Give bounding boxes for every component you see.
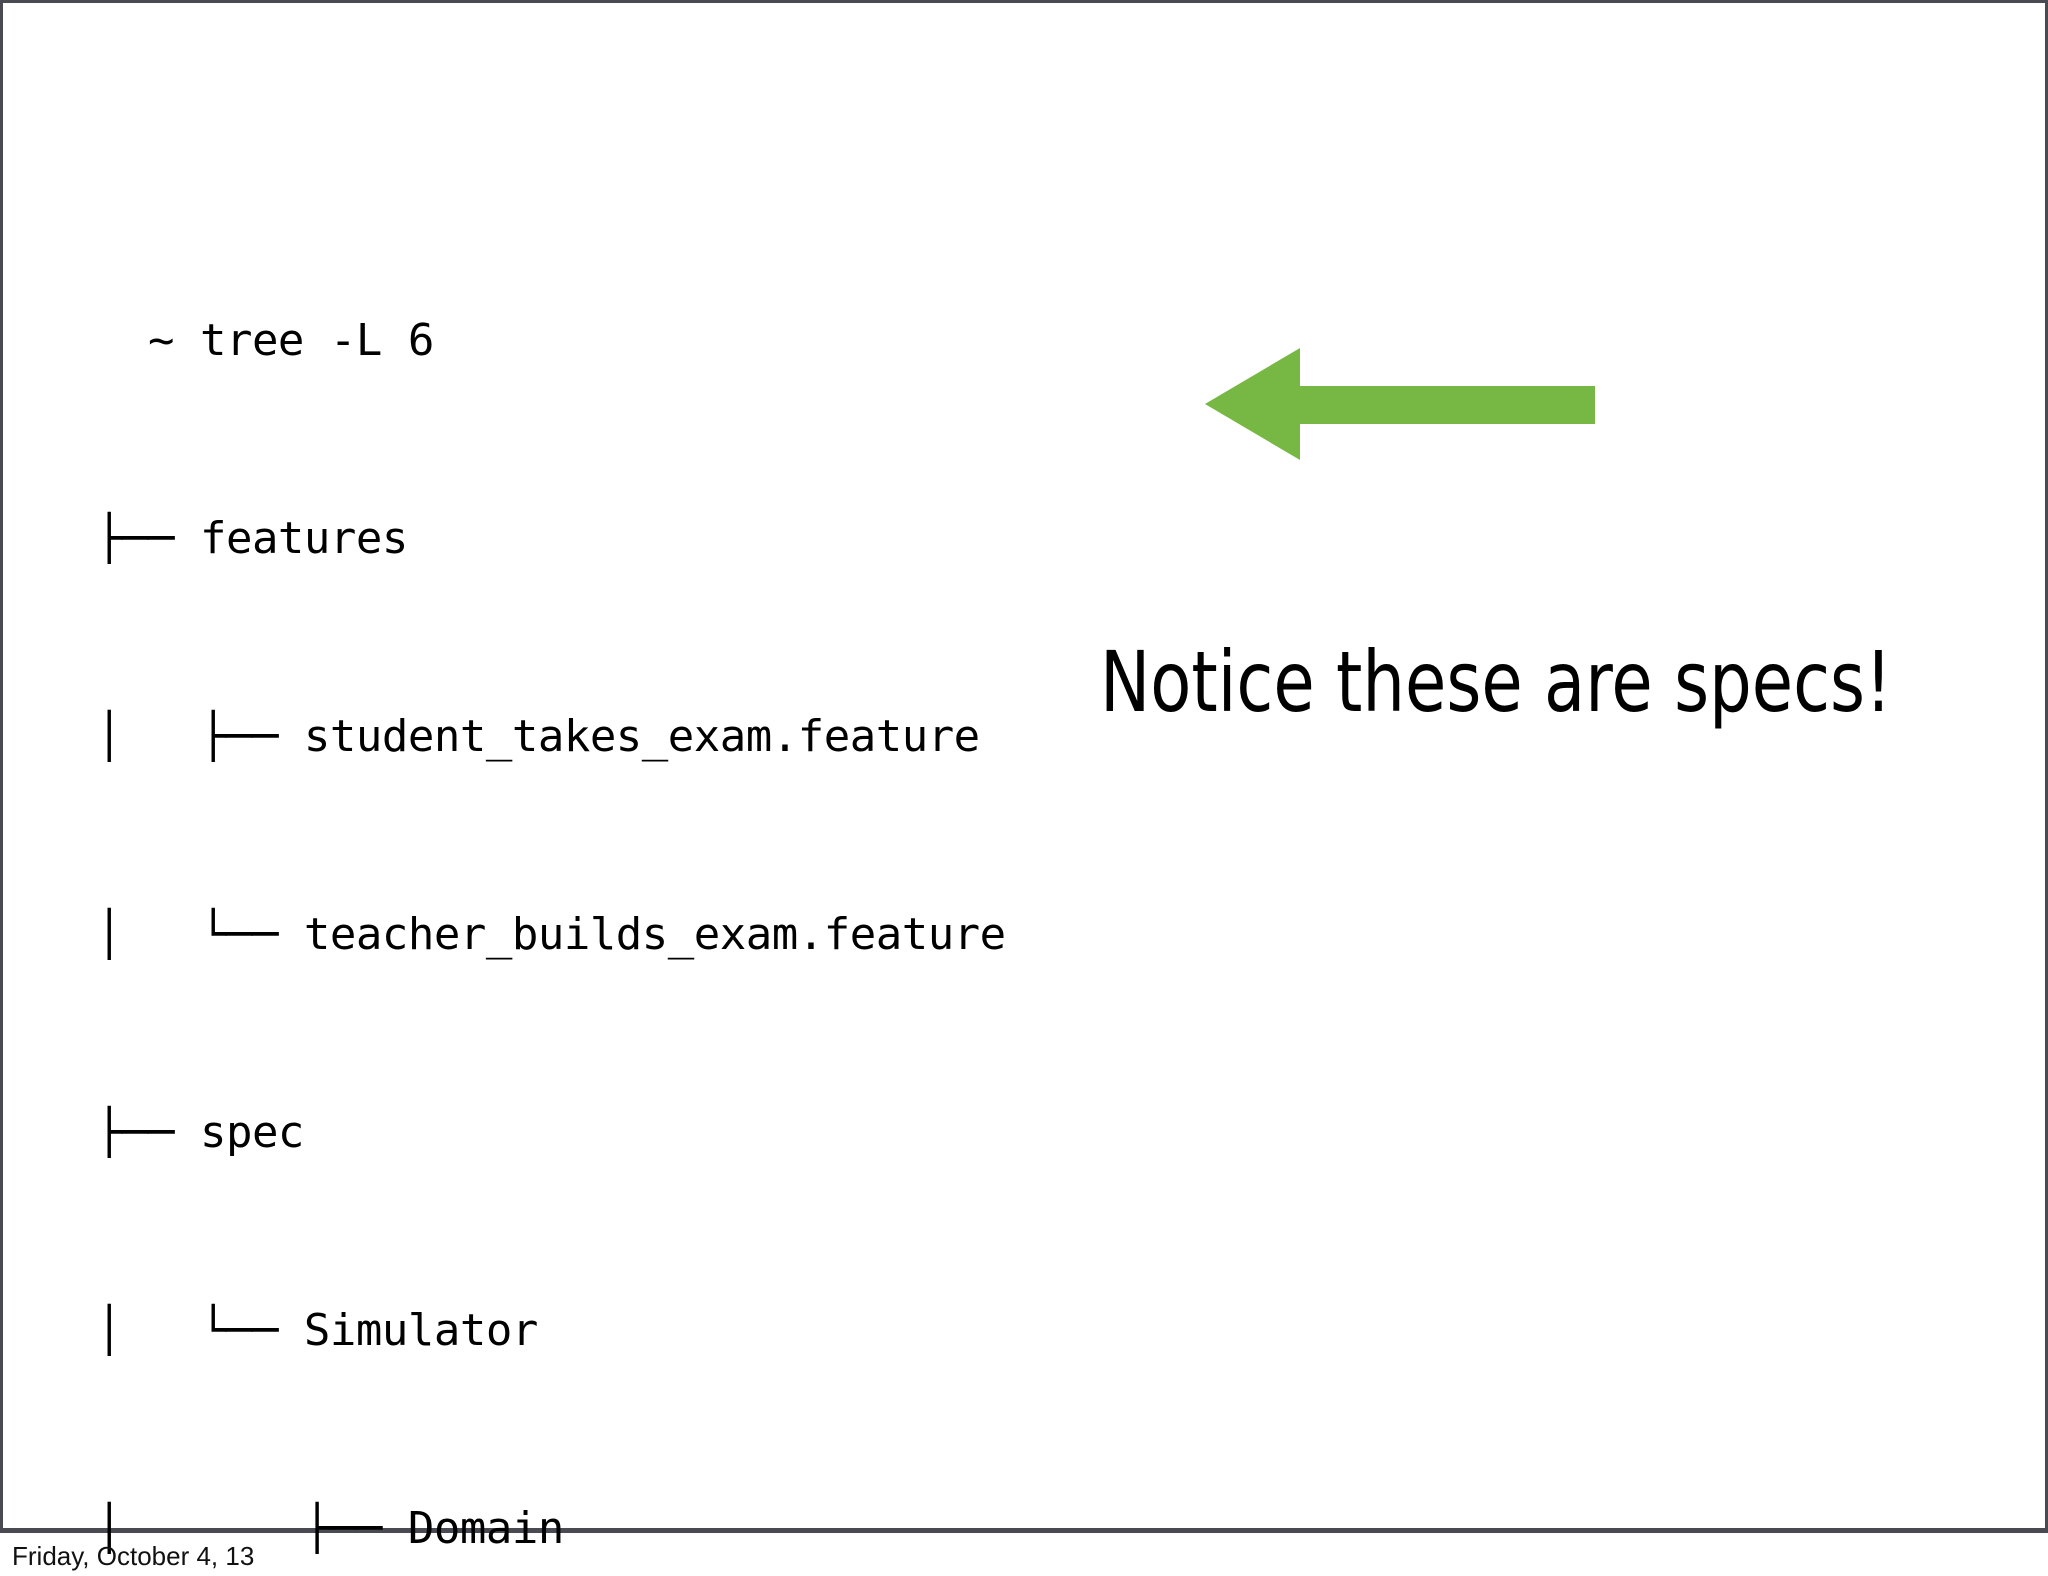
tree-line-student-takes-exam-feature: │ ├── student_takes_exam.feature (96, 711, 980, 762)
tree-line-features: ├── features (96, 513, 408, 564)
tree-line-spec: ├── spec (96, 1107, 304, 1158)
callout-annotation-text: Notice these are specs! (1100, 633, 1892, 731)
tree-line-simulator: │ └── Simulator (96, 1305, 538, 1356)
arrow-left-shape (1205, 348, 1595, 460)
footer-date: Friday, October 4, 13 (12, 1541, 255, 1571)
tree-line-prompt: ~ tree -L 6 (96, 315, 434, 366)
slide-footer: Friday, October 4, 13 (0, 1538, 2048, 1576)
tree-line-domain: │ ├── Domain (96, 1503, 564, 1554)
tree-output: ~ tree -L 6 ├── features │ ├── student_t… (96, 176, 1136, 1576)
tree-line-teacher-builds-exam-feature: │ └── teacher_builds_exam.feature (96, 909, 1006, 960)
arrow-left-icon (1205, 342, 1595, 466)
